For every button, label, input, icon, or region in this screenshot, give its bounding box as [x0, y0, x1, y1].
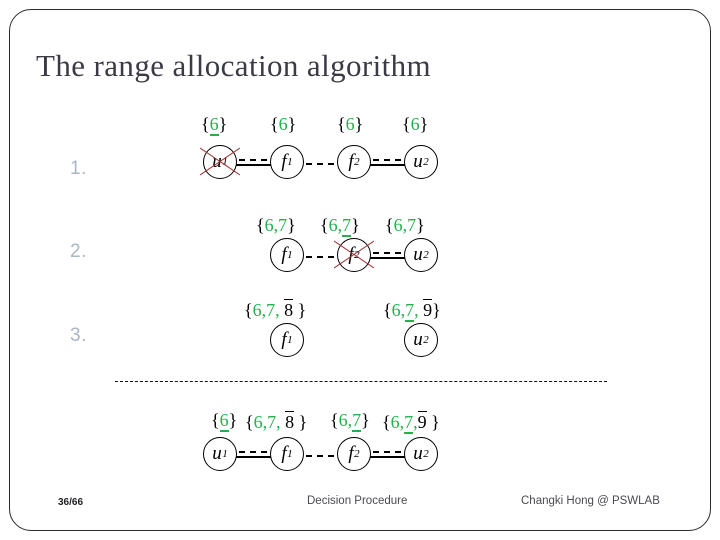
set-label-row2-f1: {6,7}	[256, 215, 296, 235]
edge-row1-u1-f1	[228, 159, 278, 166]
set-label-row1-f1: {6}	[270, 114, 297, 134]
edge-result-f1-f2	[295, 455, 345, 457]
section-divider	[115, 381, 607, 382]
set-label-result-f2: {6,7}	[330, 410, 370, 432]
footer-page-number: 36/66	[58, 497, 84, 508]
set-label-result-u1: {6}	[211, 410, 238, 432]
edge-result-f2-u2	[362, 451, 412, 458]
set-label-result-u2: {6,7,9 }	[382, 411, 440, 434]
set-label-row1-u1: {6}	[201, 114, 228, 136]
set-label-row1-u2: {6}	[402, 114, 429, 134]
footer-author: Changki Hong @ PSWLAB	[521, 495, 660, 507]
edge-row2-f1-f2	[295, 256, 345, 258]
footer-title: Decision Procedure	[307, 495, 408, 507]
edge-row1-f2-u2	[362, 159, 412, 166]
step-number-2: 2.	[70, 241, 87, 262]
page-title: The range allocation algorithm	[36, 48, 432, 83]
set-label-row2-f2: {6,7}	[320, 215, 360, 237]
step-number-1: 1.	[70, 158, 87, 179]
edge-row2-f2-u2	[362, 252, 412, 259]
set-label-row2-u2: {6,7}	[385, 215, 425, 235]
step-number-3: 3.	[70, 325, 87, 346]
edge-row1-f1-f2	[295, 163, 345, 165]
edge-result-u1-f1	[228, 451, 278, 458]
set-label-row1-f2: {6}	[337, 114, 364, 134]
set-label-row3-u2: {6,7, 9}	[383, 299, 441, 322]
set-label-result-f1: {6,7, 8 }	[245, 411, 308, 432]
set-label-row3-f1: {6,7, 8 }	[244, 299, 307, 320]
